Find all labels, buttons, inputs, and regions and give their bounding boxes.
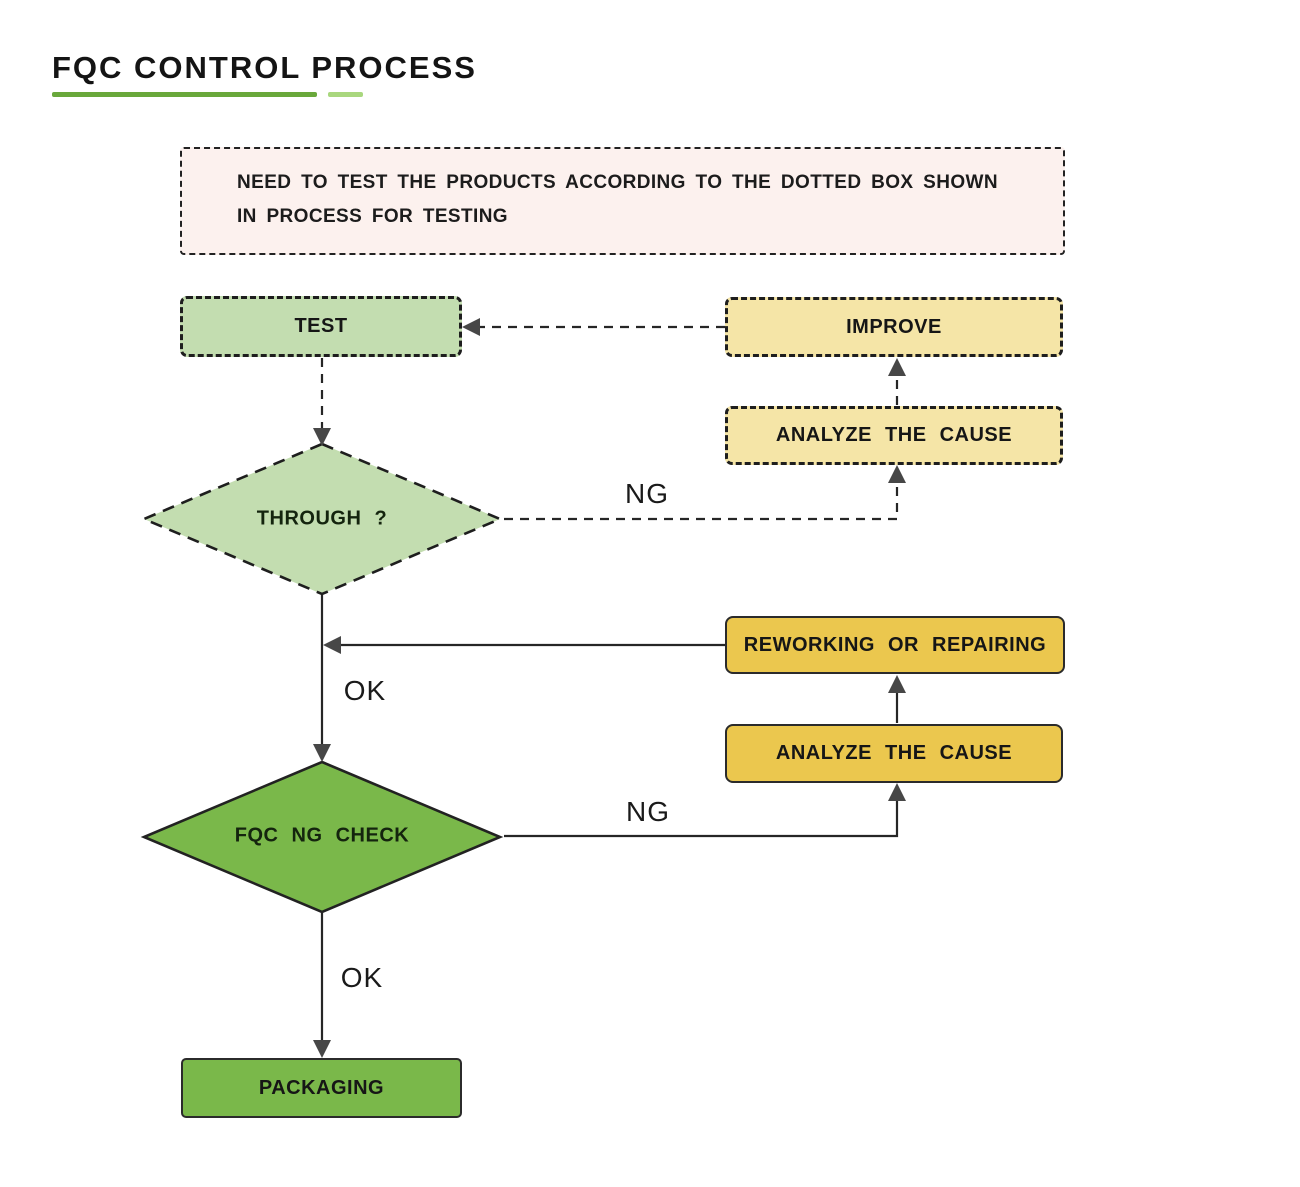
arrowhead-up-icon [888,465,906,483]
note-box: NEED TO TEST THE PRODUCTS ACCORDING TO T… [180,147,1065,255]
node-analyze-cause-upper: ANALYZE THE CAUSE [725,406,1063,465]
edge-label-fqc-ng: NG [626,796,670,827]
arrowhead-left-icon [323,636,341,654]
node-improve: IMPROVE [725,297,1063,357]
arrowhead-down-icon [313,1040,331,1058]
node-improve-label: IMPROVE [846,315,942,338]
arrowhead-up-icon [888,358,906,376]
edge-label-fqc-ok: OK [340,962,384,993]
decision-through-shape [140,442,504,596]
node-analyze-cause-lower: ANALYZE THE CAUSE [725,724,1063,783]
node-test-label: TEST [294,315,348,337]
node-analyze-cause-upper-label: ANALYZE THE CAUSE [775,424,1013,446]
title-underline-primary [52,92,317,97]
decision-through-label: THROUGH ? [256,507,388,530]
edge-through-ng [504,477,899,521]
node-analyze-cause-lower-label: ANALYZE THE CAUSE [775,742,1013,764]
arrowhead-up-icon [888,675,906,693]
diamond-icon [140,442,504,596]
decision-fqc-ng-check-label: FQC NG CHECK [234,824,410,847]
page-title: FQC CONTROL PROCESS [52,50,477,85]
edge-label-through-ok: OK [343,675,387,706]
node-packaging-label: PACKAGING [258,1076,385,1099]
edge-fqc-ng [504,795,899,838]
node-reworking-label: REWORKING OR REPAIRING [743,633,1047,656]
title-underline-accent [328,92,363,97]
arrowhead-up-icon [888,783,906,801]
node-packaging: PACKAGING [181,1058,462,1118]
edge-label-through-ng: NG [625,478,669,509]
node-reworking-or-repairing: REWORKING OR REPAIRING [725,616,1065,674]
note-text: NEED TO TEST THE PRODUCTS ACCORDING TO T… [237,172,998,227]
node-test: TEST [180,296,462,357]
arrowhead-left-icon [462,318,480,336]
